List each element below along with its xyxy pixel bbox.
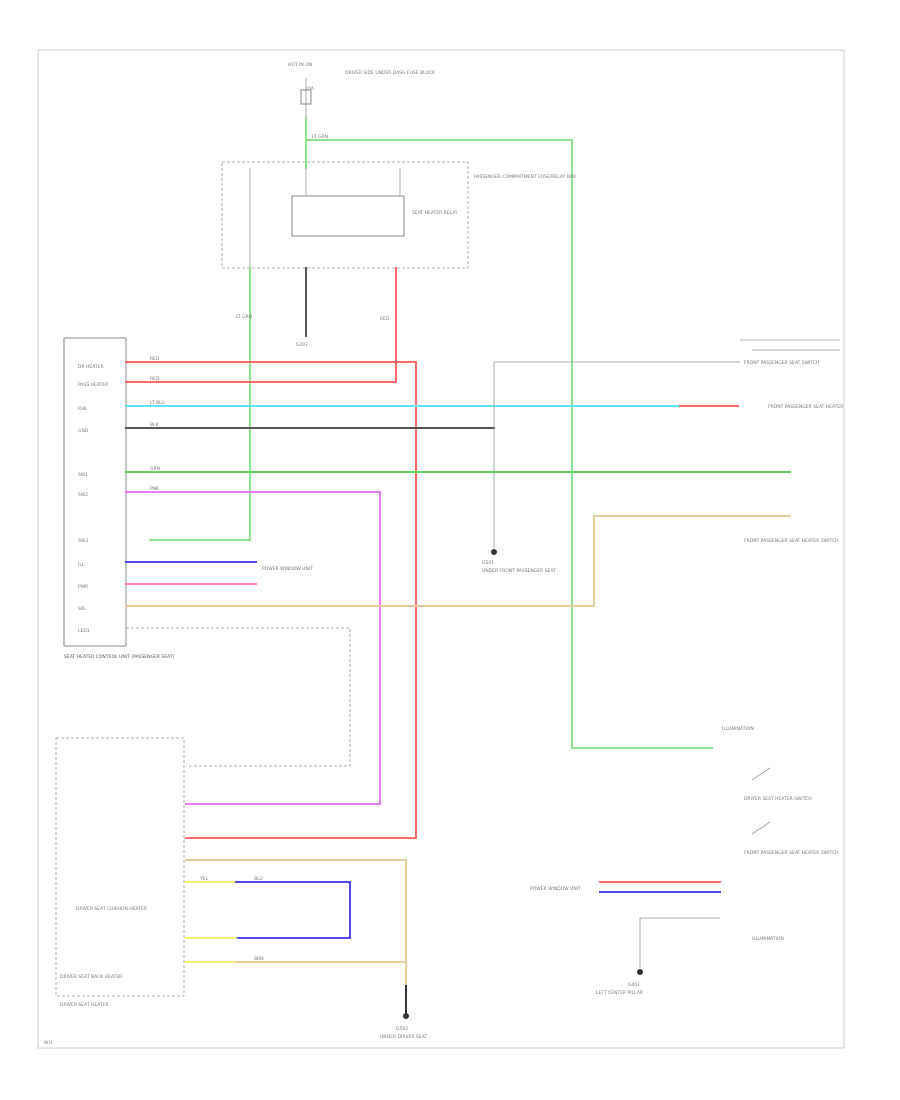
- wire-blu-1: [235, 881, 351, 939]
- ground-3-desc: UNDER DRIVER SEAT: [380, 1034, 427, 1040]
- wire-red-relay-out: [149, 267, 397, 383]
- back-heater-label: DRIVER SEAT BACK HEATER: [60, 974, 122, 980]
- wire-label-blu: BLU: [254, 876, 263, 882]
- ground-4-desc: LEFT CENTER PILLAR: [596, 990, 643, 996]
- pin-10: LED1: [78, 628, 90, 634]
- seat-heater-control-unit: SEAT HEATER CONTROL UNIT (PASSENGER SEAT…: [63, 337, 175, 660]
- relay-label: SEAT HEATER RELAY: [412, 210, 458, 216]
- front-pass-switch-label: FRONT PASSENGER SEAT SWITCH: [744, 360, 819, 366]
- power-feed: HOT IN ON DRIVER SIDE UNDER DASH FUSE BL…: [288, 62, 436, 118]
- ground-3-label: G502: [396, 1026, 408, 1032]
- ground-4-label: G401: [628, 982, 640, 988]
- pin-8: PWR: [78, 584, 88, 590]
- relay-box-outline: [221, 161, 469, 269]
- control-unit-label: SEAT HEATER CONTROL UNIT (PASSENGER SEAT…: [64, 654, 175, 660]
- wire-gray-ground-4: [639, 917, 720, 968]
- wire-gray-top-right: [493, 361, 740, 548]
- wire-label-lt-grn-top: LT GRN: [312, 134, 328, 140]
- ground-4-symbol: [637, 969, 643, 975]
- footer-code: WH: [44, 1040, 52, 1046]
- hot-label: HOT IN ON: [288, 62, 312, 68]
- driver-seat-heater-label: DRIVER SEAT HEATER: [60, 1002, 109, 1008]
- relay-symbol: [291, 195, 405, 237]
- front-pass-heater-label: FRONT PASSENGER SEAT HEATER: [768, 404, 843, 410]
- power-window-label: POWER WINDOW UNIT: [262, 566, 313, 572]
- wire-gray-dashed-lower: [126, 627, 351, 767]
- wire-label-red-3: RED: [150, 376, 160, 382]
- wire-lt-grn-feed: [305, 117, 713, 749]
- switch-contact-2: [751, 821, 771, 835]
- front-pass-switch-label-2: FRONT PASSENGER SEAT HEATER SWITCH: [744, 850, 838, 856]
- pin-4: SW1: [78, 472, 88, 478]
- power-window-label-2: POWER WINDOW UNIT: [530, 886, 581, 892]
- illumination-label-2: ILLUMINATION: [752, 936, 784, 942]
- wire-label-yel: YEL: [199, 876, 209, 882]
- diagram-frame: [37, 49, 845, 1049]
- cushion-heater-label: DRIVER SEAT CUSHION HEATER: [76, 906, 147, 912]
- wire-pnk-sw2: [125, 491, 381, 805]
- fuse-block-label: DRIVER SIDE UNDER DASH FUSE BLOCK: [345, 70, 436, 76]
- wire-lt-grn-relay-out: [149, 267, 251, 541]
- front-pass-heater-switch-label: FRONT PASSENGER SEAT HEATER SWITCH: [744, 538, 838, 544]
- ground-2-symbol: [491, 549, 497, 555]
- driver-seat-heater-box: [55, 737, 185, 997]
- wire-label-pnk: PNK: [150, 486, 160, 492]
- switch-contact-1: [751, 767, 771, 781]
- wire-label-red-2: RED: [150, 356, 160, 362]
- pin-6: SW3: [78, 538, 88, 544]
- wire-label-red-1: RED: [380, 316, 390, 322]
- wire-label-grn: GRN: [150, 466, 160, 472]
- wire-tan-lower: [185, 859, 407, 987]
- pin-7: ILL: [78, 562, 85, 568]
- fuse-label: 10A: [305, 86, 315, 92]
- pin-0: DR HEATER: [78, 364, 104, 370]
- relay-box: PASSENGER COMPARTMENT FUSE/RELAY BOX SEA…: [221, 161, 576, 269]
- ground-1-label: G201: [296, 342, 308, 348]
- pin-9: SIG: [78, 606, 86, 612]
- illumination-label: ILLUMINATION: [722, 726, 754, 732]
- wire-tan-right: [125, 515, 791, 607]
- ground-2-label: G501: [482, 560, 494, 566]
- relay-box-label: PASSENGER COMPARTMENT FUSE/RELAY BOX: [474, 174, 576, 180]
- wire-label-blk-1: BLK: [150, 422, 160, 428]
- wire-label-brn: BRN: [254, 956, 264, 962]
- ground-2-desc: UNDER FRONT PASSENGER SEAT: [482, 568, 556, 574]
- fuse-symbol: [300, 89, 312, 105]
- wire-red-dr-heater: [125, 361, 417, 839]
- pin-3: GND: [78, 428, 89, 434]
- pin-2: IGN: [78, 406, 86, 412]
- wire-label-lt-blu: LT BLU: [150, 400, 165, 406]
- pin-1: PASS HEATER: [78, 382, 108, 388]
- wire-label-lt-grn-1: LT GRN: [236, 314, 252, 320]
- pin-5: SW2: [78, 492, 88, 498]
- driver-switch-label: DRIVER SEAT HEATER SWITCH: [744, 796, 812, 802]
- ground-3-symbol: [403, 1013, 409, 1019]
